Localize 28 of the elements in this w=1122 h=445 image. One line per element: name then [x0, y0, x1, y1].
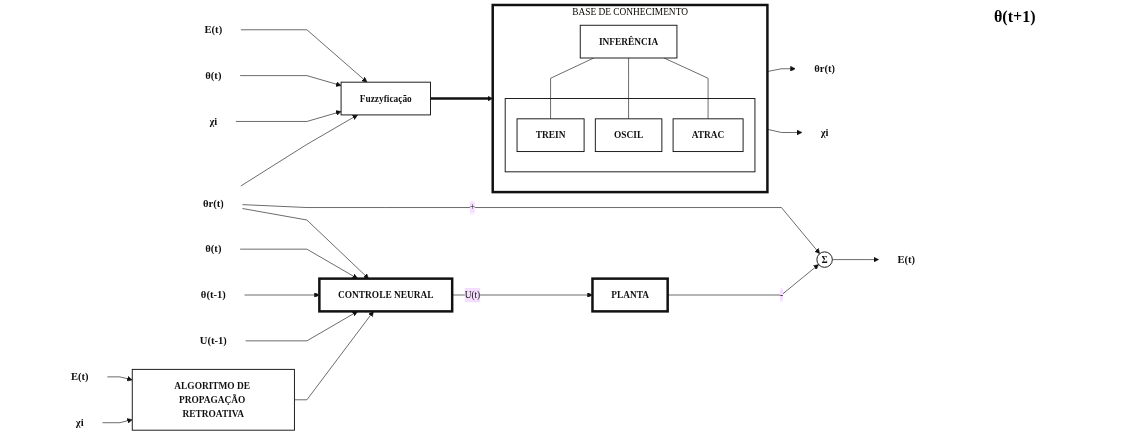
node-text: U(t-1): [199, 334, 227, 347]
node-text: θ(t): [205, 243, 222, 255]
node-text: E(t): [897, 253, 916, 266]
node-text: E(t): [70, 370, 89, 383]
node-text: θr(t): [814, 62, 836, 75]
node-text: χi: [820, 126, 829, 139]
node-text: χi: [209, 115, 218, 128]
node-box: CONTROLE NEURAL: [318, 277, 454, 313]
signal-label: θ(t+1): [994, 8, 1037, 26]
node-text: χi: [75, 416, 84, 429]
node-text: θr(t): [202, 197, 224, 210]
connector: [628, 57, 629, 120]
node-circle: Σ: [816, 251, 833, 268]
node-box: Fuzzyficação: [340, 81, 431, 116]
node-text: θ(t-1): [200, 288, 226, 301]
node-box: PLANTA: [591, 277, 669, 313]
node-text: E(t): [204, 23, 223, 36]
node-text: θ(t): [205, 69, 222, 82]
edge-label: -: [779, 289, 783, 300]
edge-label: U(t): [464, 289, 481, 300]
edge-label: +: [469, 202, 476, 213]
node-box: OSCIL: [594, 118, 663, 153]
arrow: [430, 95, 493, 102]
cluster: [504, 98, 756, 173]
node-box: TREIN: [516, 118, 585, 153]
node-box: ALGORITMO DE PROPAGAÇÃO RETROATIVA: [131, 368, 295, 431]
node-box: ATRAC: [672, 118, 744, 153]
node-box: INFERÊNCIA: [579, 24, 678, 59]
